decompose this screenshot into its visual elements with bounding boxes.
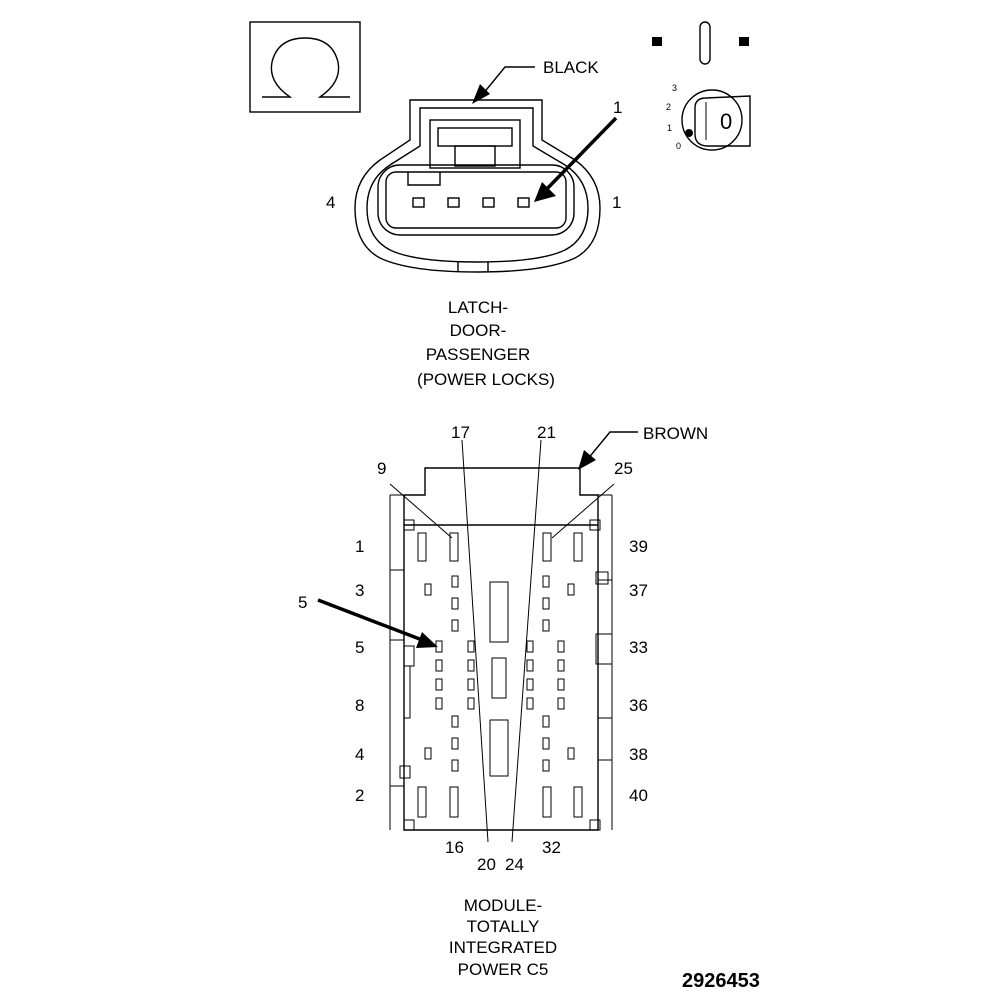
pin-label-36: 36: [629, 696, 648, 715]
black-color-leader: [472, 66, 535, 104]
key-position-label: 0: [720, 109, 732, 134]
brown-color-leader: [578, 431, 638, 470]
pin-label-1: 1: [355, 537, 364, 556]
connector-latch-door-passenger: [354, 99, 601, 273]
pin-label-32: 32: [542, 838, 561, 857]
pin-label-4: 4: [355, 745, 364, 764]
pin-label-25: 25: [614, 459, 633, 478]
pin-label-24: 24: [505, 855, 524, 874]
caption-line: TOTALLY: [467, 917, 540, 936]
caption-line: DOOR-: [450, 321, 507, 340]
pin-1-callout-arrow: [534, 116, 618, 202]
caption-line: INTEGRATED: [449, 938, 557, 957]
pin-label-17: 17: [451, 423, 470, 442]
pin-label-8: 8: [355, 696, 364, 715]
color-label-black: BLACK: [543, 58, 599, 77]
caption-line: POWER C5: [458, 960, 549, 979]
caption-line: (POWER LOCKS): [417, 370, 555, 389]
pin-label-20: 20: [477, 855, 496, 874]
key-tick: 0: [676, 141, 681, 151]
ignition-key-icon: 0 3 2 1 0: [652, 21, 751, 151]
pin-cavity: [482, 197, 495, 208]
pin-label-4: 4: [326, 193, 335, 212]
pin-label-37: 37: [629, 581, 648, 600]
callout-pin-5: 5: [298, 593, 307, 612]
pin-label-33: 33: [629, 638, 648, 657]
pin-label-2: 2: [355, 786, 364, 805]
pin-label-5: 5: [355, 638, 364, 657]
callout-pin-1: 1: [613, 98, 622, 117]
pin-label-39: 39: [629, 537, 648, 556]
pin-label-21: 21: [537, 423, 556, 442]
pin-label-1: 1: [612, 193, 621, 212]
pin-label-38: 38: [629, 745, 648, 764]
pin-label-40: 40: [629, 786, 648, 805]
pin-cavity: [517, 197, 530, 208]
pin-label-16: 16: [445, 838, 464, 857]
key-tick: 3: [672, 83, 677, 93]
pin-cavity: [412, 197, 425, 208]
omega-symbol-icon: [249, 21, 361, 113]
pin-cavity: [447, 197, 460, 208]
connector-module-totally-integrated-power-c5: [389, 439, 615, 843]
caption-line: LATCH-: [448, 298, 508, 317]
pin-5-callout-arrow: [317, 598, 438, 648]
key-tick: 2: [666, 102, 671, 112]
caption-line: MODULE-: [464, 896, 542, 915]
pin-label-9: 9: [377, 459, 386, 478]
figure-id: 2926453: [682, 970, 760, 992]
key-tick: 1: [667, 123, 672, 133]
caption-line: PASSENGER: [426, 345, 531, 364]
color-label-brown: BROWN: [643, 424, 708, 443]
pin-label-3: 3: [355, 581, 364, 600]
